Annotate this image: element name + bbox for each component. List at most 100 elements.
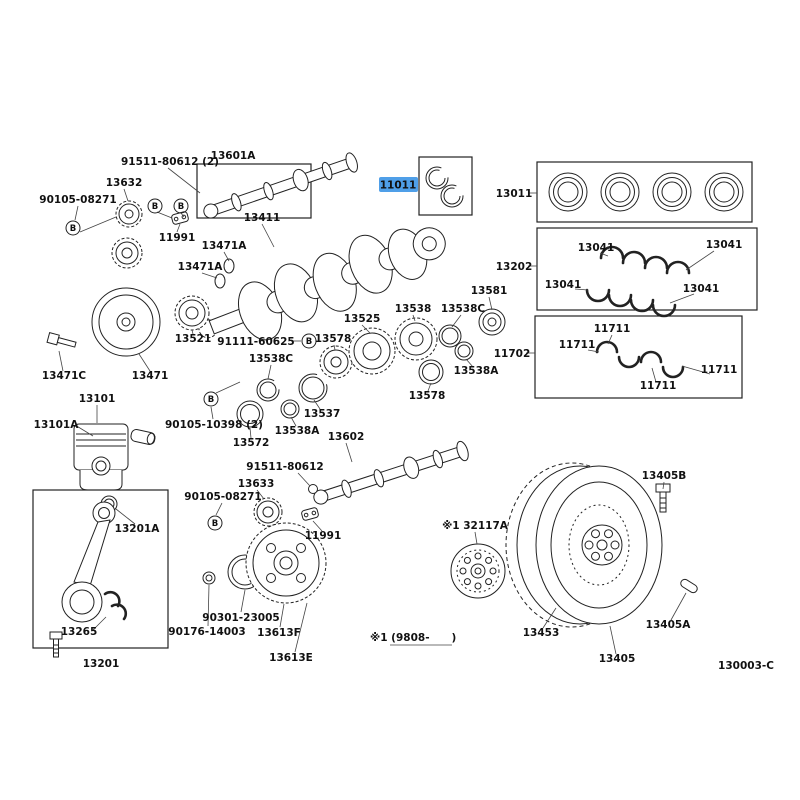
- part-label-90105-08271-top[interactable]: 90105-08271: [39, 194, 116, 206]
- gear-13538: [394, 317, 438, 361]
- part-label-13405b[interactable]: 13405B: [642, 470, 687, 482]
- part-label-13041-2[interactable]: 13041: [706, 239, 743, 251]
- part-label-13101[interactable]: 13101: [79, 393, 116, 405]
- b-symbol: B: [306, 337, 312, 347]
- piston-13101: [73, 423, 129, 491]
- thrust-washers-box-11702: [534, 315, 743, 399]
- part-label-13201[interactable]: 13201: [83, 658, 120, 670]
- balance-shaft-2: [313, 440, 469, 505]
- part-label-13581[interactable]: 13581: [471, 285, 508, 297]
- gear-13521: [174, 295, 210, 331]
- b-symbol: B: [152, 202, 158, 212]
- part-label-32117a[interactable]: ※1 32117A: [442, 520, 509, 532]
- part-label-90301-23005[interactable]: 90301-23005: [202, 612, 279, 624]
- applicability-note: ※1 (9808- ): [370, 632, 456, 644]
- part-label-90105-08271-2[interactable]: 90105-08271: [184, 491, 261, 503]
- part-label-11991-2[interactable]: 11991: [305, 530, 342, 542]
- crank-sprocket: [111, 237, 143, 269]
- ring-13538A-right: [454, 341, 474, 361]
- part-label-13202[interactable]: 13202: [496, 261, 533, 273]
- part-label-11991-top[interactable]: 11991: [159, 232, 196, 244]
- connecting-rod-box-13201: [32, 489, 169, 649]
- part-label-13405a[interactable]: 13405A: [646, 619, 692, 631]
- ring-13538C-left: [256, 378, 280, 402]
- crankshaft-13411: [198, 227, 446, 341]
- part-label-13613e[interactable]: 13613E: [269, 652, 313, 664]
- part-label-13471a-1[interactable]: 13471A: [202, 240, 248, 252]
- part-label-91511-80612-top[interactable]: 91511-80612 (2): [121, 156, 219, 168]
- part-label-13537[interactable]: 13537: [304, 408, 341, 420]
- bolt-ref-symbols: B B B B B B: [65, 198, 317, 531]
- part-label-13538[interactable]: 13538: [395, 303, 432, 315]
- flywheel-13405: [516, 465, 663, 625]
- part-label-11711-1[interactable]: 11711: [594, 323, 631, 335]
- gear-13525: [348, 327, 396, 375]
- piston-pin-13101A: [130, 429, 156, 445]
- bolt-13471C: [46, 331, 77, 348]
- part-label-13201a[interactable]: 13201A: [115, 523, 161, 535]
- part-label-13101a[interactable]: 13101A: [34, 419, 80, 431]
- washer-13471A-b: [214, 273, 226, 289]
- part-label-91111-60625[interactable]: 91111-60625: [217, 336, 294, 348]
- part-label-13265[interactable]: 13265: [61, 626, 98, 638]
- part-label-13578-2[interactable]: 13578: [409, 390, 446, 402]
- part-label-13538a-1[interactable]: 13538A: [454, 365, 500, 377]
- pulley-13581: [478, 308, 506, 336]
- part-label-90105-10398[interactable]: 90105-10398 (2): [165, 419, 263, 431]
- part-label-11711-2[interactable]: 11711: [559, 339, 596, 351]
- highlighted-part-chip[interactable]: 11011: [379, 177, 418, 192]
- connecting-rod: [61, 501, 128, 623]
- part-label-13632[interactable]: 13632: [106, 177, 143, 189]
- b-symbol: B: [70, 224, 76, 234]
- pin-13405A: [680, 578, 698, 594]
- washer-13471A-a: [223, 258, 235, 274]
- part-label-11711-3[interactable]: 11711: [701, 364, 738, 376]
- crank-pulley-13471: [91, 287, 161, 357]
- part-label-13525[interactable]: 13525: [344, 313, 381, 325]
- piston-rings-box-13011: [536, 161, 753, 223]
- part-label-13041-1[interactable]: 13041: [578, 242, 615, 254]
- retainer-11991-b: [301, 507, 319, 521]
- part-label-13538c-1[interactable]: 13538C: [441, 303, 486, 315]
- part-label-13041-3[interactable]: 13041: [545, 279, 582, 291]
- part-label-13411[interactable]: 13411: [244, 212, 281, 224]
- ring-13538A-left: [280, 399, 300, 419]
- part-label-13471a-2[interactable]: 13471A: [178, 261, 224, 273]
- part-label-13471c[interactable]: 13471C: [42, 370, 87, 382]
- part-label-13602[interactable]: 13602: [328, 431, 365, 443]
- part-label-13011[interactable]: 13011: [496, 188, 533, 200]
- part-label-13471[interactable]: 13471: [132, 370, 169, 382]
- part-label-13405[interactable]: 13405: [599, 653, 636, 665]
- gear-13633: [253, 497, 283, 527]
- leader-lines: [58, 167, 715, 655]
- pulley-13613F: [245, 522, 327, 604]
- washer-91511: [308, 484, 318, 494]
- part-label-11011-highlighted[interactable]: 11011: [380, 180, 417, 192]
- nut-90176: [202, 571, 216, 585]
- retainer-11991-a: [171, 211, 189, 225]
- b-symbol: B: [212, 519, 218, 529]
- part-label-13538a-2[interactable]: 13538A: [275, 425, 321, 437]
- snap-rings-11011: [425, 166, 464, 208]
- part-label-13521[interactable]: 13521: [175, 333, 212, 345]
- part-label-13613f[interactable]: 13613F: [257, 627, 301, 639]
- part-label-13633[interactable]: 13633: [238, 478, 275, 490]
- b-symbol: B: [208, 395, 214, 405]
- part-label-11711-4[interactable]: 11711: [640, 380, 677, 392]
- main-bearing-shells: [585, 245, 691, 318]
- part-label-13578-1[interactable]: 13578: [315, 333, 352, 345]
- part-label-11702[interactable]: 11702: [494, 348, 531, 360]
- part-label-13041-4[interactable]: 13041: [683, 283, 720, 295]
- part-label-13538c-2[interactable]: 13538C: [249, 353, 294, 365]
- ring-13572: [236, 400, 264, 428]
- ring-13538C-top: [438, 324, 462, 348]
- thrust-washers: [595, 340, 685, 379]
- part-label-13572[interactable]: 13572: [233, 437, 270, 449]
- part-label-13601a[interactable]: 13601A: [211, 150, 257, 162]
- part-label-90176-14003[interactable]: 90176-14003: [168, 626, 245, 638]
- ring-13537: [298, 373, 328, 403]
- part-label-13453[interactable]: 13453: [523, 627, 560, 639]
- part-label-91511-80612-2[interactable]: 91511-80612: [246, 461, 323, 473]
